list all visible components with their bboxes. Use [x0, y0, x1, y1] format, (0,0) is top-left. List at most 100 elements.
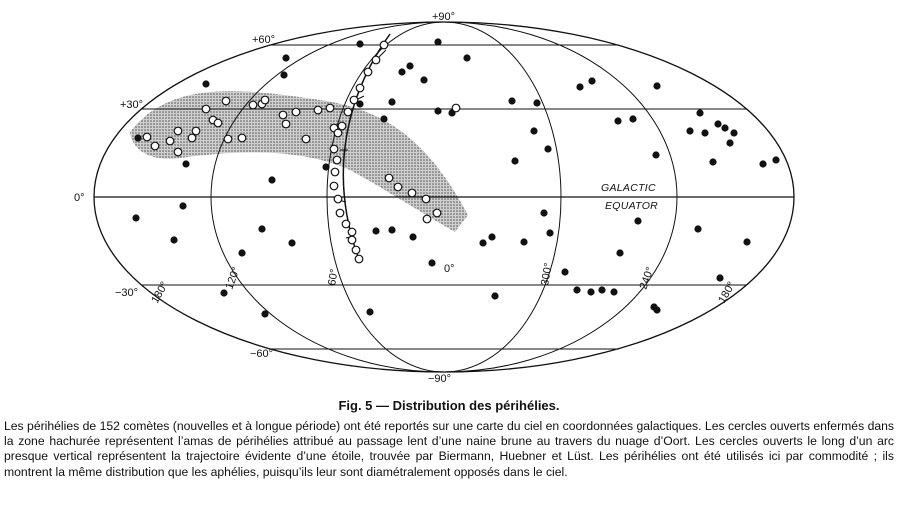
perihelion-filled	[202, 80, 210, 88]
caption-text: Les périhélies de 152 comètes (nouvelles…	[4, 419, 894, 479]
perihelion-filled	[530, 127, 538, 135]
perihelion-open	[337, 121, 347, 131]
perihelion-open	[355, 83, 365, 93]
perihelion-filled	[694, 225, 702, 233]
perihelion-filled	[652, 151, 660, 159]
perihelion-filled	[629, 115, 637, 123]
perihelion-filled	[610, 288, 618, 296]
perihelion-filled	[588, 77, 596, 85]
lat-label-plus60: +60°	[252, 34, 275, 46]
perihelion-filled	[434, 107, 442, 115]
perihelion-filled	[463, 54, 471, 62]
perihelion-open	[333, 128, 343, 138]
perihelion-open	[341, 219, 351, 229]
perihelion-filled	[716, 274, 724, 282]
lon-label-120: 120°	[224, 266, 243, 291]
perihelion-open	[221, 96, 231, 106]
lat-label-minus60: −60°	[250, 348, 273, 360]
lon-label-180-right: 180°	[716, 280, 738, 306]
lon-label-240: 240°	[638, 266, 657, 291]
perihelion-filled	[533, 99, 541, 107]
perihelion-open	[165, 136, 175, 146]
perihelion-open	[223, 134, 233, 144]
perihelion-filled	[653, 306, 661, 314]
perihelion-filled	[409, 233, 417, 241]
perihelion-open	[325, 103, 335, 113]
perihelion-filled	[170, 236, 178, 244]
perihelion-open	[187, 133, 197, 143]
perihelion-filled	[634, 217, 642, 225]
perihelion-open	[335, 208, 345, 218]
perihelion-open	[333, 194, 343, 204]
perihelion-filled	[434, 38, 442, 46]
perihelion-filled	[686, 127, 694, 135]
lon-label-300: 300°	[539, 262, 555, 287]
lat-label-plus90: +90°	[432, 11, 455, 23]
perihelion-filled	[280, 71, 288, 79]
perihelion-open	[347, 227, 357, 237]
perihelion-filled	[546, 229, 554, 237]
perihelion-open	[422, 214, 432, 224]
open-perihelia	[142, 40, 461, 264]
perihelion-filled	[380, 115, 388, 123]
perihelion-filled	[261, 310, 269, 318]
perihelion-filled	[576, 83, 584, 91]
perihelion-open	[142, 132, 152, 142]
perihelion-open	[150, 141, 160, 151]
perihelion-filled	[220, 289, 228, 297]
caption-title: Fig. 5 — Distribution des périhélies.	[338, 398, 560, 413]
perihelion-open	[354, 254, 364, 264]
perihelion-open	[291, 107, 301, 117]
lat-label-zero: 0°	[74, 192, 85, 204]
perihelion-open	[363, 67, 373, 77]
lon-label-180-left: 180°	[149, 280, 171, 306]
perihelion-filled	[614, 117, 622, 125]
equator-label: EQUATOR	[605, 200, 658, 212]
lon-label-60: 60°	[326, 268, 341, 286]
perihelion-open	[432, 208, 442, 218]
meridian-outer	[210, 21, 678, 373]
perihelion-filled	[587, 288, 595, 296]
arc-tick-1	[377, 49, 387, 59]
perihelion-filled	[730, 129, 738, 137]
perihelion-filled	[398, 68, 406, 76]
perihelion-open	[332, 155, 342, 165]
perihelion-open	[330, 167, 340, 177]
perihelion-open	[379, 40, 389, 50]
perihelion-filled	[573, 286, 581, 294]
perihelion-filled	[406, 62, 414, 70]
perihelion-open	[371, 55, 381, 65]
perihelion-open	[329, 144, 339, 154]
sky-map-figure: +90° +60° +30° 0° −30° −60° −90° 180° 12…	[74, 11, 795, 385]
perihelion-filled	[258, 225, 266, 233]
perihelion-filled	[428, 259, 436, 267]
perihelion-filled	[772, 156, 780, 164]
galactic-label: GALACTIC	[601, 182, 656, 194]
perihelion-filled	[132, 214, 140, 222]
perihelion-filled	[653, 82, 661, 90]
perihelion-filled	[598, 286, 606, 294]
perihelion-open	[347, 235, 357, 245]
perihelion-open	[173, 126, 183, 136]
perihelion-filled	[268, 176, 276, 184]
hatched-band	[130, 91, 468, 232]
perihelion-filled	[491, 292, 499, 300]
perihelion-filled	[488, 233, 496, 241]
perihelion-filled	[701, 129, 709, 137]
perihelion-open	[421, 194, 431, 204]
perihelion-open	[260, 95, 270, 105]
perihelion-open	[278, 110, 288, 120]
perihelion-filled	[540, 209, 548, 217]
perihelion-open	[281, 119, 291, 129]
lat-label-plus30: +30°	[120, 99, 143, 111]
perihelion-open	[313, 105, 323, 115]
perihelion-open	[191, 126, 201, 136]
perihelion-filled	[388, 226, 396, 234]
perihelion-open	[329, 181, 339, 191]
perihelion-filled	[714, 120, 722, 128]
perihelion-open	[248, 100, 258, 110]
perihelion-filled	[134, 134, 142, 142]
perihelion-open	[384, 173, 394, 183]
perihelion-filled	[743, 238, 751, 246]
perihelion-filled	[356, 40, 364, 48]
